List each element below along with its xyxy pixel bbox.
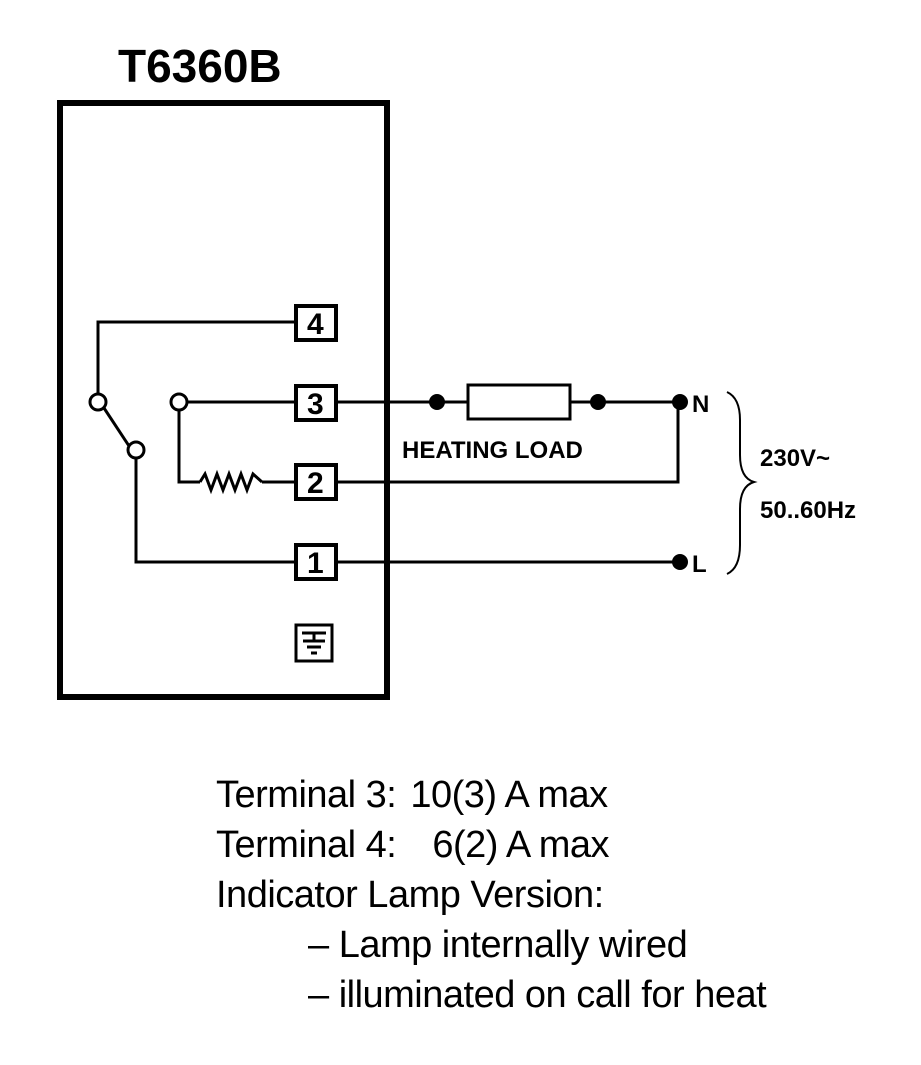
heating-load-element — [466, 383, 572, 421]
terminal-4-rating-value: 6(2) A max — [432, 824, 609, 866]
supply-brace — [726, 391, 758, 575]
thermostat-housing — [57, 100, 390, 700]
heating-load-label: HEATING LOAD — [402, 437, 583, 464]
lamp-item: – Lamp internally wired — [308, 924, 688, 966]
terminal-3: 3 — [294, 384, 338, 422]
wiring-diagram: T6360B 4 3 2 1 — [57, 40, 856, 700]
line-terminal-dot — [672, 554, 688, 570]
lamp-heading: Indicator Lamp Version: — [216, 874, 604, 916]
terminal-3-rating: Terminal 3: 10(3) A max — [216, 770, 766, 820]
terminal-4-rating: Terminal 4: 6(2) A max — [216, 820, 766, 870]
switch-contact-icon — [126, 440, 146, 460]
neutral-terminal-dot — [672, 394, 688, 410]
terminal-1-label: 1 — [307, 547, 324, 580]
model-title: T6360B — [118, 40, 282, 92]
external-wiring — [336, 400, 680, 564]
terminal-3-rating-value: 10(3) A max — [410, 774, 608, 816]
terminal-3-label: 3 — [307, 388, 324, 421]
junction-dot — [590, 394, 606, 410]
earth-terminal-icon — [294, 623, 334, 663]
terminal-4-label: 4 — [307, 308, 324, 341]
specification-notes: Terminal 3: 10(3) A max Terminal 4: 6(2) A… — [216, 770, 767, 1020]
internal-wiring — [96, 320, 296, 564]
neutral-label: N — [692, 391, 709, 418]
supply-voltage: 230V~ — [760, 445, 830, 472]
switch-contact-icon — [88, 392, 108, 412]
terminal-4: 4 — [294, 304, 338, 342]
terminal-1: 1 — [294, 543, 338, 581]
terminal-2-label: 2 — [307, 467, 324, 500]
terminal-4-rating-label: Terminal 4: — [216, 824, 397, 866]
junction-dot — [429, 394, 445, 410]
terminal-2: 2 — [294, 463, 338, 501]
supply-frequency: 50..60Hz — [760, 497, 856, 524]
lamp-item: – illuminated on call for heat — [308, 974, 767, 1016]
terminal-3-rating-label: Terminal 3: — [216, 774, 397, 816]
switch-contact-icon — [169, 392, 189, 412]
line-label: L — [692, 551, 707, 578]
resistor-icon — [198, 469, 263, 495]
